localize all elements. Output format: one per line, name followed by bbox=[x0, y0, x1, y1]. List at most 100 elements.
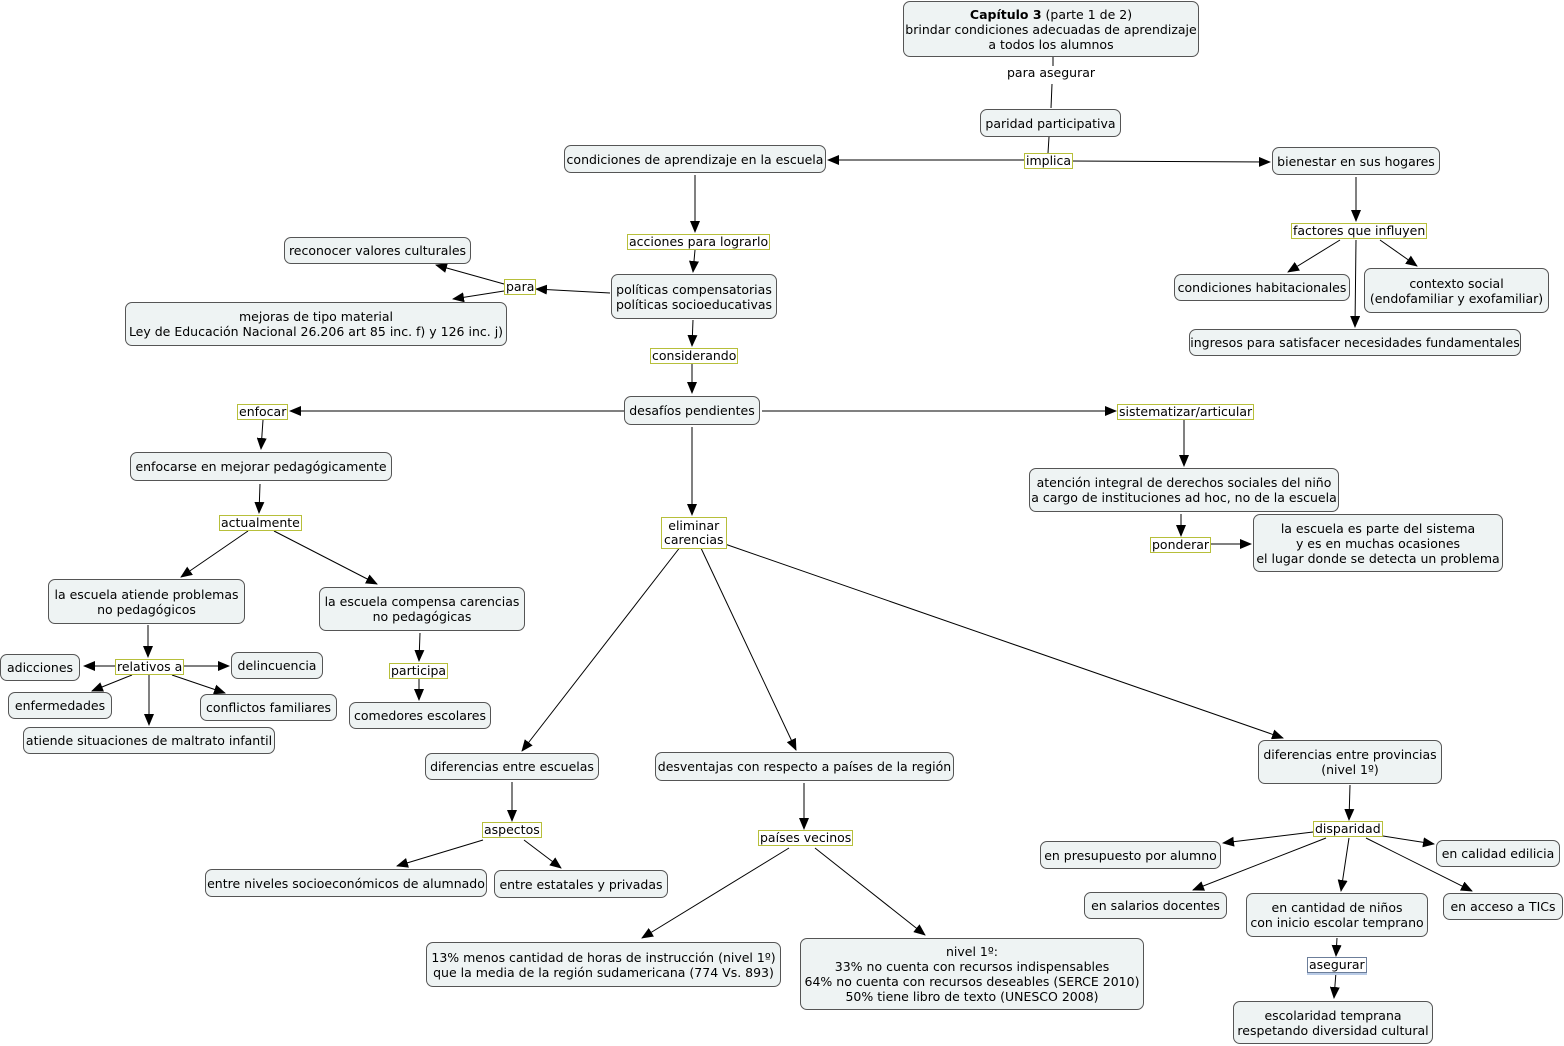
link-paises-vecinos[interactable]: países vecinos bbox=[758, 830, 854, 846]
edge-dif-provincias-disparidad bbox=[1344, 784, 1355, 821]
node-horas-instruccion[interactable]: 13% menos cantidad de horas de instrucci… bbox=[426, 942, 781, 987]
node-text-line1: atención integral de derechos sociales d… bbox=[1036, 475, 1332, 490]
link-enfocar[interactable]: enfocar bbox=[237, 404, 289, 420]
link-factores-que-influyen[interactable]: factores que influyen bbox=[1291, 223, 1428, 239]
node-bienestar-hogares[interactable]: bienestar en sus hogares bbox=[1272, 147, 1440, 175]
link-text: enfocar bbox=[239, 404, 287, 419]
node-text-line1: en cantidad de niños bbox=[1271, 900, 1403, 915]
node-text-line1: la escuela compensa carencias bbox=[324, 594, 520, 609]
node-text-line4: 50% tiene libro de texto (UNESCO 2008) bbox=[845, 989, 1099, 1004]
node-desafios-pendientes[interactable]: desafíos pendientes bbox=[624, 396, 760, 425]
node-estatales-privadas[interactable]: entre estatales y privadas bbox=[494, 870, 668, 898]
node-text-line1: mejoras de tipo material bbox=[239, 309, 393, 324]
link-implica[interactable]: implica bbox=[1024, 153, 1074, 169]
node-text: diferencias entre escuelas bbox=[430, 759, 594, 774]
edge-paridad-implica bbox=[1047, 136, 1050, 154]
link-considerando[interactable]: considerando bbox=[650, 348, 739, 364]
node-text-line2: Ley de Educación Nacional 26.206 art 85 … bbox=[128, 324, 504, 339]
root-line-2: brindar condiciones adecuadas de aprendi… bbox=[905, 21, 1197, 37]
node-text: desventajas con respecto a países de la … bbox=[657, 759, 952, 774]
node-text: condiciones de aprendizaje en la escuela bbox=[566, 151, 824, 167]
node-condiciones-habitacionales[interactable]: condiciones habitacionales bbox=[1174, 274, 1350, 301]
node-text-line2: respetando diversidad cultural bbox=[1237, 1022, 1429, 1038]
edge-eliminar-desventajas bbox=[699, 545, 797, 751]
link-aspectos[interactable]: aspectos bbox=[482, 822, 542, 838]
node-enfocarse-mejorar[interactable]: enfocarse en mejorar pedagógicamente bbox=[130, 452, 392, 481]
node-text-line1: nivel 1º: bbox=[946, 944, 998, 959]
node-reconocer-valores-culturales[interactable]: reconocer valores culturales bbox=[284, 237, 471, 264]
node-maltrato-infantil[interactable]: atiende situaciones de maltrato infantil bbox=[23, 727, 275, 754]
node-text: comedores escolares bbox=[354, 708, 486, 723]
link-acciones-para-lograrlo[interactable]: acciones para lograrlo bbox=[627, 234, 771, 250]
node-enfermedades[interactable]: enfermedades bbox=[8, 692, 112, 719]
node-text-line2: con inicio escolar temprano bbox=[1250, 915, 1424, 930]
node-text-line2: políticas socioeducativas bbox=[615, 296, 773, 312]
edge-politicas-para bbox=[535, 284, 611, 295]
node-niveles-socioeconomicos[interactable]: entre niveles socioeconómicos de alumnad… bbox=[205, 869, 487, 897]
node-text: desafíos pendientes bbox=[629, 403, 755, 418]
node-condiciones-aprendizaje-escuela[interactable]: condiciones de aprendizaje en la escuela bbox=[564, 145, 826, 173]
node-calidad-edilicia[interactable]: en calidad edilicia bbox=[1436, 840, 1560, 867]
node-ingresos-necesidades[interactable]: ingresos para satisfacer necesidades fun… bbox=[1189, 329, 1521, 356]
edge-factores-contexto bbox=[1379, 239, 1418, 267]
node-text-line1: políticas compensatorias bbox=[616, 281, 772, 297]
link-relativos-a[interactable]: relativos a bbox=[115, 659, 185, 675]
edge-disparidad-cantidad bbox=[1337, 837, 1350, 892]
link-text: para asegurar bbox=[1007, 65, 1096, 80]
link-para[interactable]: para bbox=[504, 279, 537, 295]
node-comedores-escolares[interactable]: comedores escolares bbox=[349, 702, 491, 729]
edge-para-asegurar-paridad bbox=[1050, 83, 1053, 109]
edge-asegurar-escolaridad bbox=[1329, 971, 1340, 999]
node-acceso-tics[interactable]: en acceso a TICs bbox=[1443, 893, 1563, 920]
edge-actualmente-atiende bbox=[180, 530, 249, 578]
node-text-line1: escolaridad temprana bbox=[1264, 1007, 1402, 1023]
edge-factores-ingresos bbox=[1350, 239, 1361, 328]
root-node-capitulo-3[interactable]: Capítulo 3 (parte 1 de 2) brindar condic… bbox=[903, 1, 1199, 57]
edge-cantidad-asegurar bbox=[1331, 937, 1342, 957]
link-text: factores que influyen bbox=[1293, 223, 1426, 238]
link-sistematizar-articular[interactable]: sistematizar/articular bbox=[1117, 404, 1255, 420]
node-salarios-docentes[interactable]: en salarios docentes bbox=[1084, 892, 1227, 919]
root-title-suffix: (parte 1 de 2) bbox=[1045, 6, 1133, 22]
node-desventajas-paises-region[interactable]: desventajas con respecto a países de la … bbox=[655, 752, 954, 781]
node-text-line2: y es en muchas ocasiones bbox=[1295, 535, 1461, 551]
node-text: condiciones habitacionales bbox=[1177, 280, 1347, 295]
link-para-asegurar[interactable]: para asegurar bbox=[1006, 66, 1096, 80]
edge-aspectos-estatales bbox=[523, 839, 562, 869]
link-text: ponderar bbox=[1152, 537, 1210, 552]
node-diferencias-entre-escuelas[interactable]: diferencias entre escuelas bbox=[425, 753, 599, 780]
link-actualmente[interactable]: actualmente bbox=[219, 515, 302, 531]
link-ponderar[interactable]: ponderar bbox=[1150, 537, 1212, 553]
link-text: países vecinos bbox=[760, 830, 852, 845]
node-text: en presupuesto por alumno bbox=[1044, 847, 1217, 863]
root-line-3: a todos los alumnos bbox=[988, 36, 1114, 52]
node-text-line1: diferencias entre provincias bbox=[1263, 747, 1437, 762]
link-disparidad[interactable]: disparidad bbox=[1313, 821, 1383, 837]
link-asegurar[interactable]: asegurar bbox=[1307, 957, 1367, 973]
node-contexto-social[interactable]: contexto social(endofamiliar y exofamili… bbox=[1364, 268, 1549, 313]
node-paridad-participativa[interactable]: paridad participativa bbox=[980, 109, 1121, 137]
node-text: ingresos para satisfacer necesidades fun… bbox=[1190, 335, 1520, 350]
node-presupuesto-por-alumno[interactable]: en presupuesto por alumno bbox=[1040, 841, 1221, 869]
node-text-line2: no pedagógicos bbox=[97, 601, 196, 617]
node-delincuencia[interactable]: delincuencia bbox=[231, 652, 323, 679]
node-conflictos-familiares[interactable]: conflictos familiares bbox=[200, 694, 337, 721]
node-adicciones[interactable]: adicciones bbox=[0, 654, 80, 681]
link-text: acciones para lograrlo bbox=[629, 234, 769, 249]
node-text-line2: (endofamiliar y exofamiliar) bbox=[1369, 290, 1544, 306]
edge-para-mejoras bbox=[452, 290, 505, 303]
link-participa[interactable]: participa bbox=[389, 663, 449, 679]
node-atencion-integral[interactable]: atención integral de derechos sociales d… bbox=[1029, 468, 1339, 512]
link-text: considerando bbox=[652, 348, 737, 363]
node-diferencias-entre-provincias[interactable]: diferencias entre provincias(nivel 1º) bbox=[1258, 740, 1442, 784]
node-nivel-1-recursos[interactable]: nivel 1º:33% no cuenta con recursos indi… bbox=[800, 938, 1144, 1010]
